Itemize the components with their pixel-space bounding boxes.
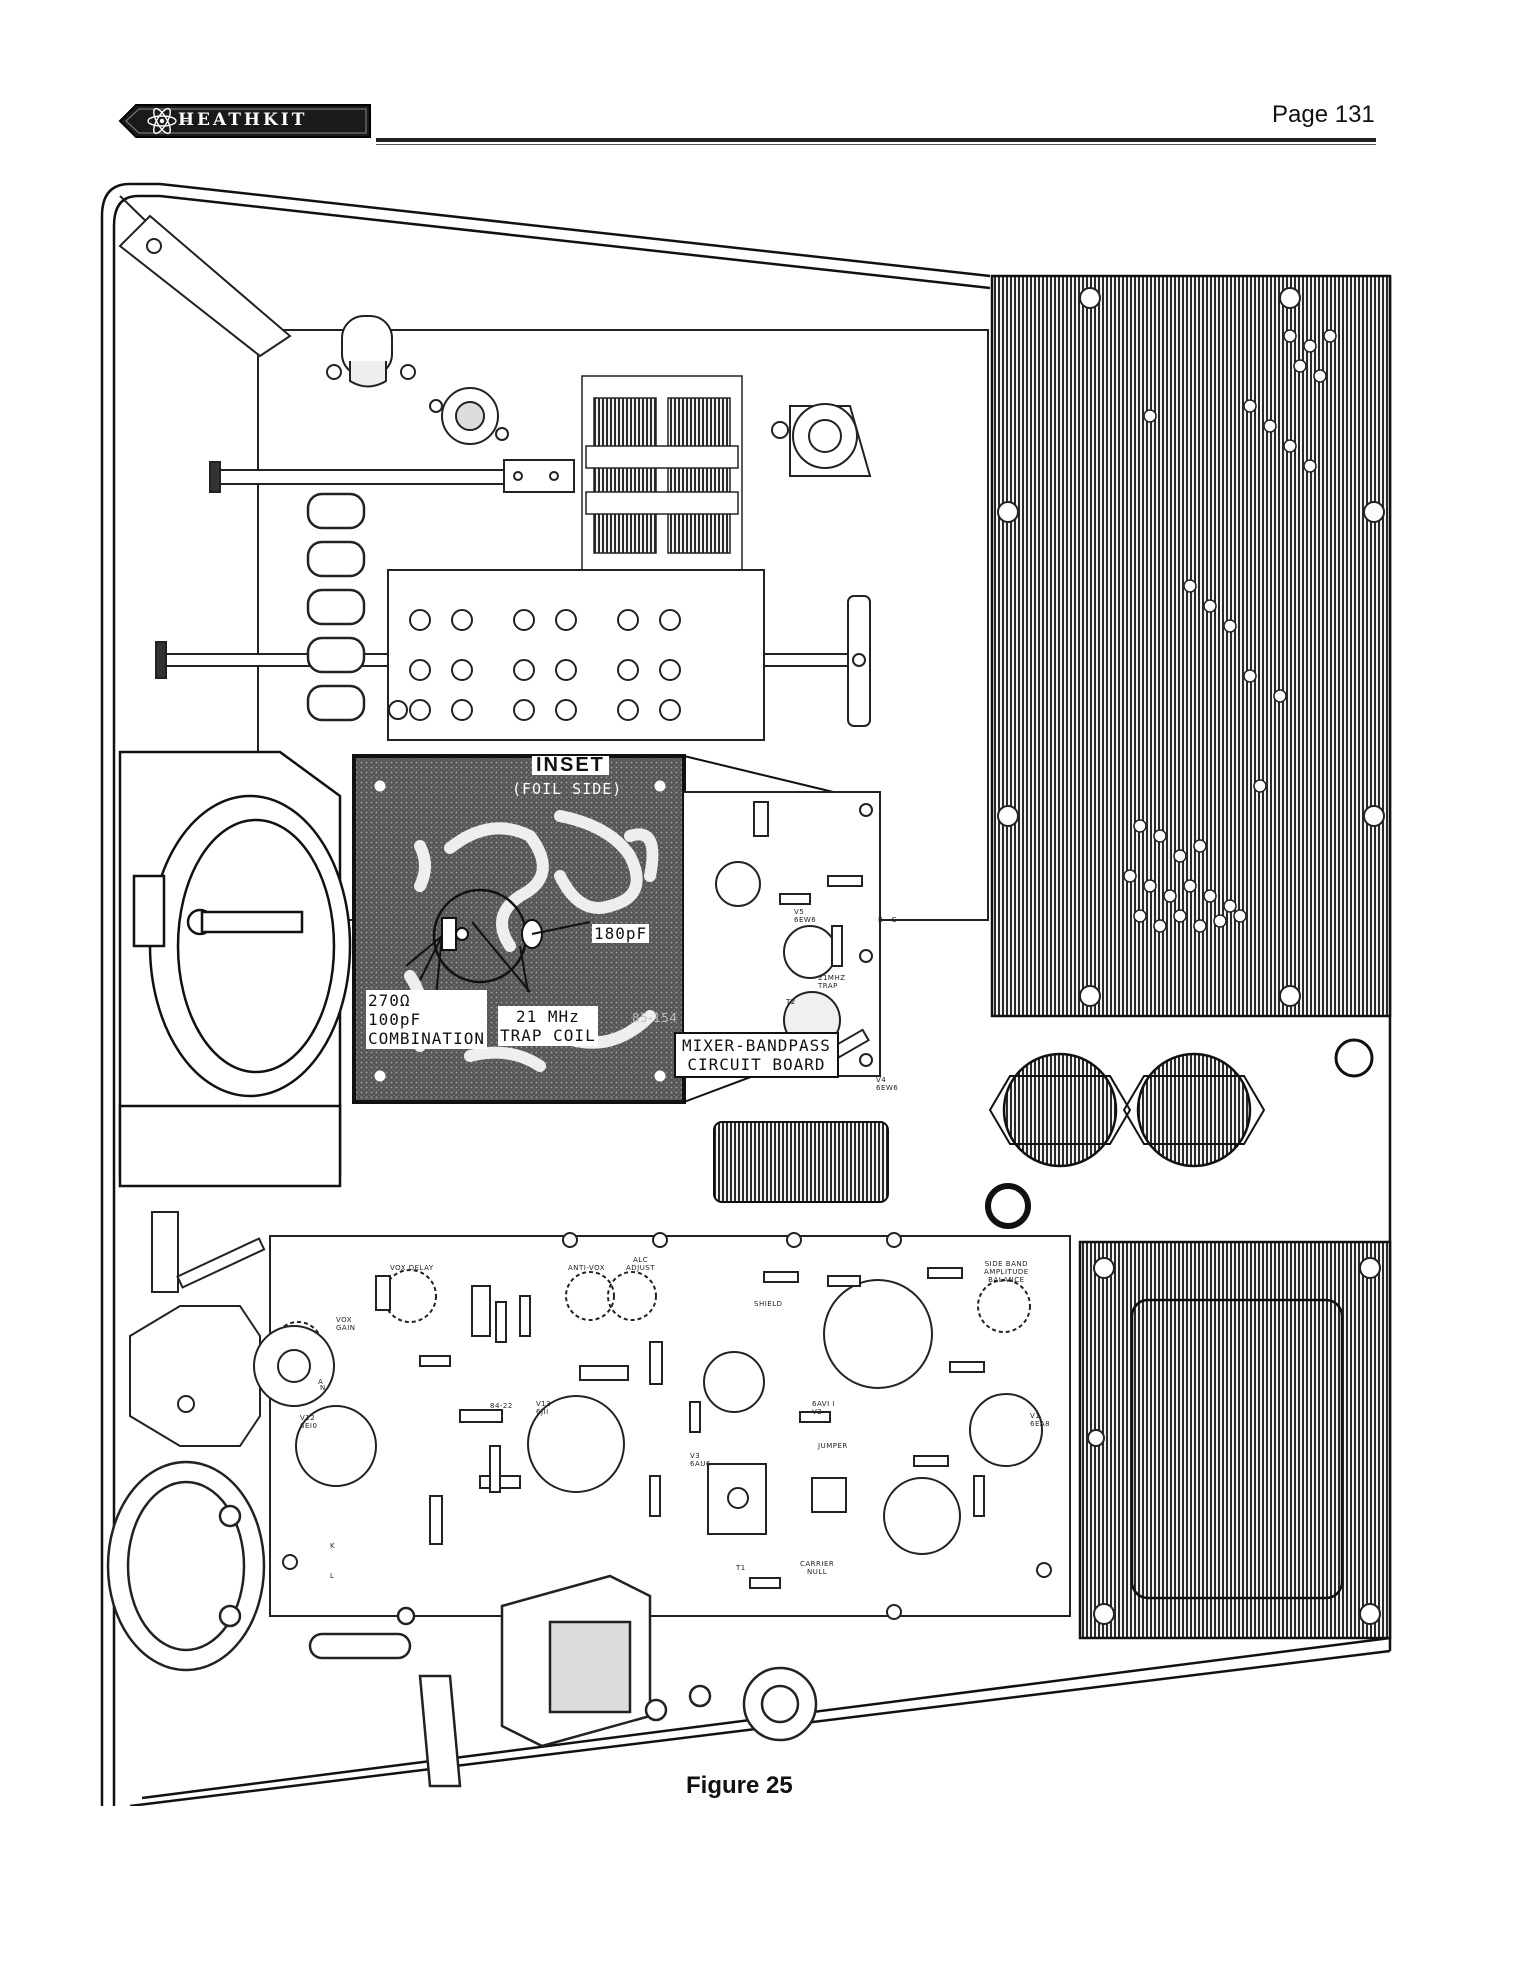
inset-board-code: 85-154 bbox=[632, 1011, 678, 1025]
header-rule-thin bbox=[376, 144, 1376, 145]
page-number: Page 131 bbox=[1272, 101, 1375, 128]
heathkit-logo bbox=[118, 104, 371, 138]
silk-v5: V5 6EW6 bbox=[794, 908, 817, 924]
silk-vox-delay: VOX DELAY bbox=[390, 1264, 434, 1272]
silk-alc-adjust: ALC ADJUST bbox=[626, 1256, 656, 1272]
coil-form bbox=[771, 403, 872, 477]
silk-v13: V13 6JII bbox=[536, 1400, 552, 1416]
audio-transformer bbox=[308, 1574, 652, 1788]
silk-v4: V4 6EW6 bbox=[876, 1076, 899, 1092]
label-trap-coil: 21 MHz TRAP COIL bbox=[498, 1006, 598, 1046]
combination-component bbox=[441, 917, 457, 951]
silk-jumper: JUMPER bbox=[818, 1442, 848, 1450]
variable-capacitor bbox=[581, 375, 743, 597]
inset-subtitle: (FOIL SIDE) bbox=[512, 780, 623, 798]
label-combination: 270Ω 100pF COMBINATION bbox=[366, 990, 487, 1049]
atom-icon bbox=[147, 107, 177, 135]
label-mixer-bandpass: MIXER-BANDPASS CIRCUIT BOARD bbox=[674, 1032, 839, 1078]
figure-caption: Figure 25 bbox=[686, 1772, 793, 1799]
pilot-lamp bbox=[326, 315, 416, 388]
silk-t2: T2 bbox=[786, 998, 796, 1006]
meter-assembly bbox=[118, 750, 352, 1188]
silk-v12: V12 6EI0 bbox=[300, 1414, 318, 1430]
silk-a: A bbox=[318, 1378, 324, 1386]
chassis-diagram bbox=[100, 182, 1392, 1806]
silk-v1: V1 6EA8 bbox=[1030, 1412, 1051, 1428]
lower-heat-shield bbox=[1078, 1240, 1392, 1640]
slotted-pot bbox=[644, 1666, 818, 1742]
silk-v2: 6AVI I V2 bbox=[812, 1400, 835, 1416]
silk-vox-gain: VOX GAIN bbox=[336, 1316, 356, 1332]
silk-k: K bbox=[330, 1542, 336, 1550]
shaded-filter-block bbox=[713, 1121, 889, 1203]
silk-n: N bbox=[320, 1384, 326, 1392]
chassis-grommets bbox=[306, 492, 366, 722]
header-rule bbox=[376, 138, 1376, 142]
label-180pf: 180pF bbox=[592, 924, 650, 943]
inset-title: INSET bbox=[532, 755, 609, 775]
silk-l: L bbox=[330, 1572, 335, 1580]
label-100pf: 100pF bbox=[368, 1010, 422, 1029]
silk-shield: SHIELD bbox=[754, 1300, 783, 1308]
silk-anti-vox: ANTI-VOX bbox=[568, 1264, 606, 1272]
silk-bc: B C bbox=[878, 916, 897, 924]
main-circuit-board bbox=[269, 1232, 1071, 1620]
silk-sideband-balance: SIDE BAND AMPLITUDE BALANCE bbox=[984, 1260, 1029, 1284]
label-mixer-line1: MIXER-BANDPASS bbox=[682, 1036, 831, 1055]
silk-carrier-null: CARRIER NULL bbox=[800, 1560, 835, 1576]
silk-84-22: 84-22 bbox=[490, 1402, 513, 1410]
silk-v3: V3 6AU6 bbox=[690, 1452, 711, 1468]
shield-plate bbox=[387, 569, 765, 741]
brand-name: HEATHKIT bbox=[178, 110, 308, 130]
label-21mhz: 21 MHz bbox=[515, 1007, 580, 1026]
silk-21mhz-trap: 21MHZ TRAP bbox=[818, 974, 846, 990]
control-potentiometer bbox=[106, 1460, 266, 1672]
label-combination-word: COMBINATION bbox=[368, 1029, 485, 1048]
label-270-ohm: 270Ω bbox=[368, 991, 411, 1010]
rotary-knob bbox=[429, 387, 509, 445]
label-trap-coil-word: TRAP COIL bbox=[500, 1026, 596, 1045]
label-mixer-line2: CIRCUIT BOARD bbox=[687, 1055, 826, 1074]
tuning-shaft-upper bbox=[209, 459, 575, 493]
upper-heat-shield bbox=[990, 274, 1392, 1018]
silk-t1: T1 bbox=[736, 1564, 746, 1572]
mixer-bandpass-board bbox=[684, 791, 881, 1077]
rotary-switch bbox=[129, 1211, 335, 1481]
relay-cans bbox=[985, 1038, 1374, 1229]
